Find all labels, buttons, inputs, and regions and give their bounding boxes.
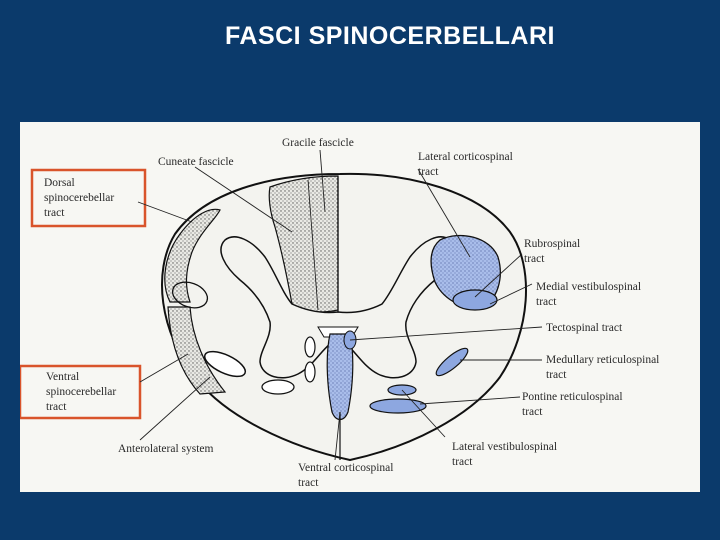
- dorsal-label-line1: Dorsal: [44, 177, 75, 189]
- ventral-label-line2: spinocerebellar: [46, 386, 116, 398]
- gracile-fascicle-label: Gracile fascicle: [282, 137, 354, 149]
- left-oval-ventral-4: [305, 362, 315, 382]
- dorsal-label-line3: tract: [44, 207, 65, 219]
- cuneate-fascicle-label: Cuneate fascicle: [158, 156, 234, 168]
- tectospinal-label: Tectospinal tract: [546, 322, 623, 334]
- ventral-label-line3: tract: [46, 401, 67, 413]
- medullary-rs-label-line2: tract: [546, 369, 567, 381]
- medullary-rs-label-line1: Medullary reticulospinal: [546, 354, 659, 366]
- pontine-rs-label-line1: Pontine reticulospinal: [522, 391, 623, 403]
- ventral-label-line1: Ventral: [46, 371, 79, 383]
- rubrospinal-label-line1: Rubrospinal: [524, 238, 580, 250]
- lateral-cs-label-line1: Lateral corticospinal: [418, 151, 513, 163]
- left-oval-ventral-2: [262, 380, 294, 394]
- rubrospinal-label-line2: tract: [524, 253, 545, 265]
- dorsal-label-line2: spinocerebellar: [44, 192, 114, 204]
- pontine-rs-label-line2: tract: [522, 406, 543, 418]
- spinal-cord-diagram: Gracile fascicle Cuneate fascicle Dorsal…: [20, 122, 700, 492]
- lateral-vs-label-line1: Lateral vestibulospinal: [452, 441, 557, 453]
- medial-vs-label-line1: Medial vestibulospinal: [536, 281, 641, 293]
- rubrospinal-tract: [453, 290, 497, 310]
- pontine-reticulospinal-tract: [370, 399, 426, 413]
- ventral-cs-label-line1: Ventral corticospinal: [298, 462, 393, 474]
- medial-vs-label-line2: tract: [536, 296, 557, 308]
- ventral-cs-label-line2: tract: [298, 477, 319, 489]
- anterolateral-label: Anterolateral system: [118, 443, 214, 455]
- left-oval-ventral-3: [305, 337, 315, 357]
- lateral-cs-label-line2: tract: [418, 166, 439, 178]
- lateral-vs-label-line2: tract: [452, 456, 473, 468]
- slide-title: FASCI SPINOCERBELLARI: [0, 22, 720, 51]
